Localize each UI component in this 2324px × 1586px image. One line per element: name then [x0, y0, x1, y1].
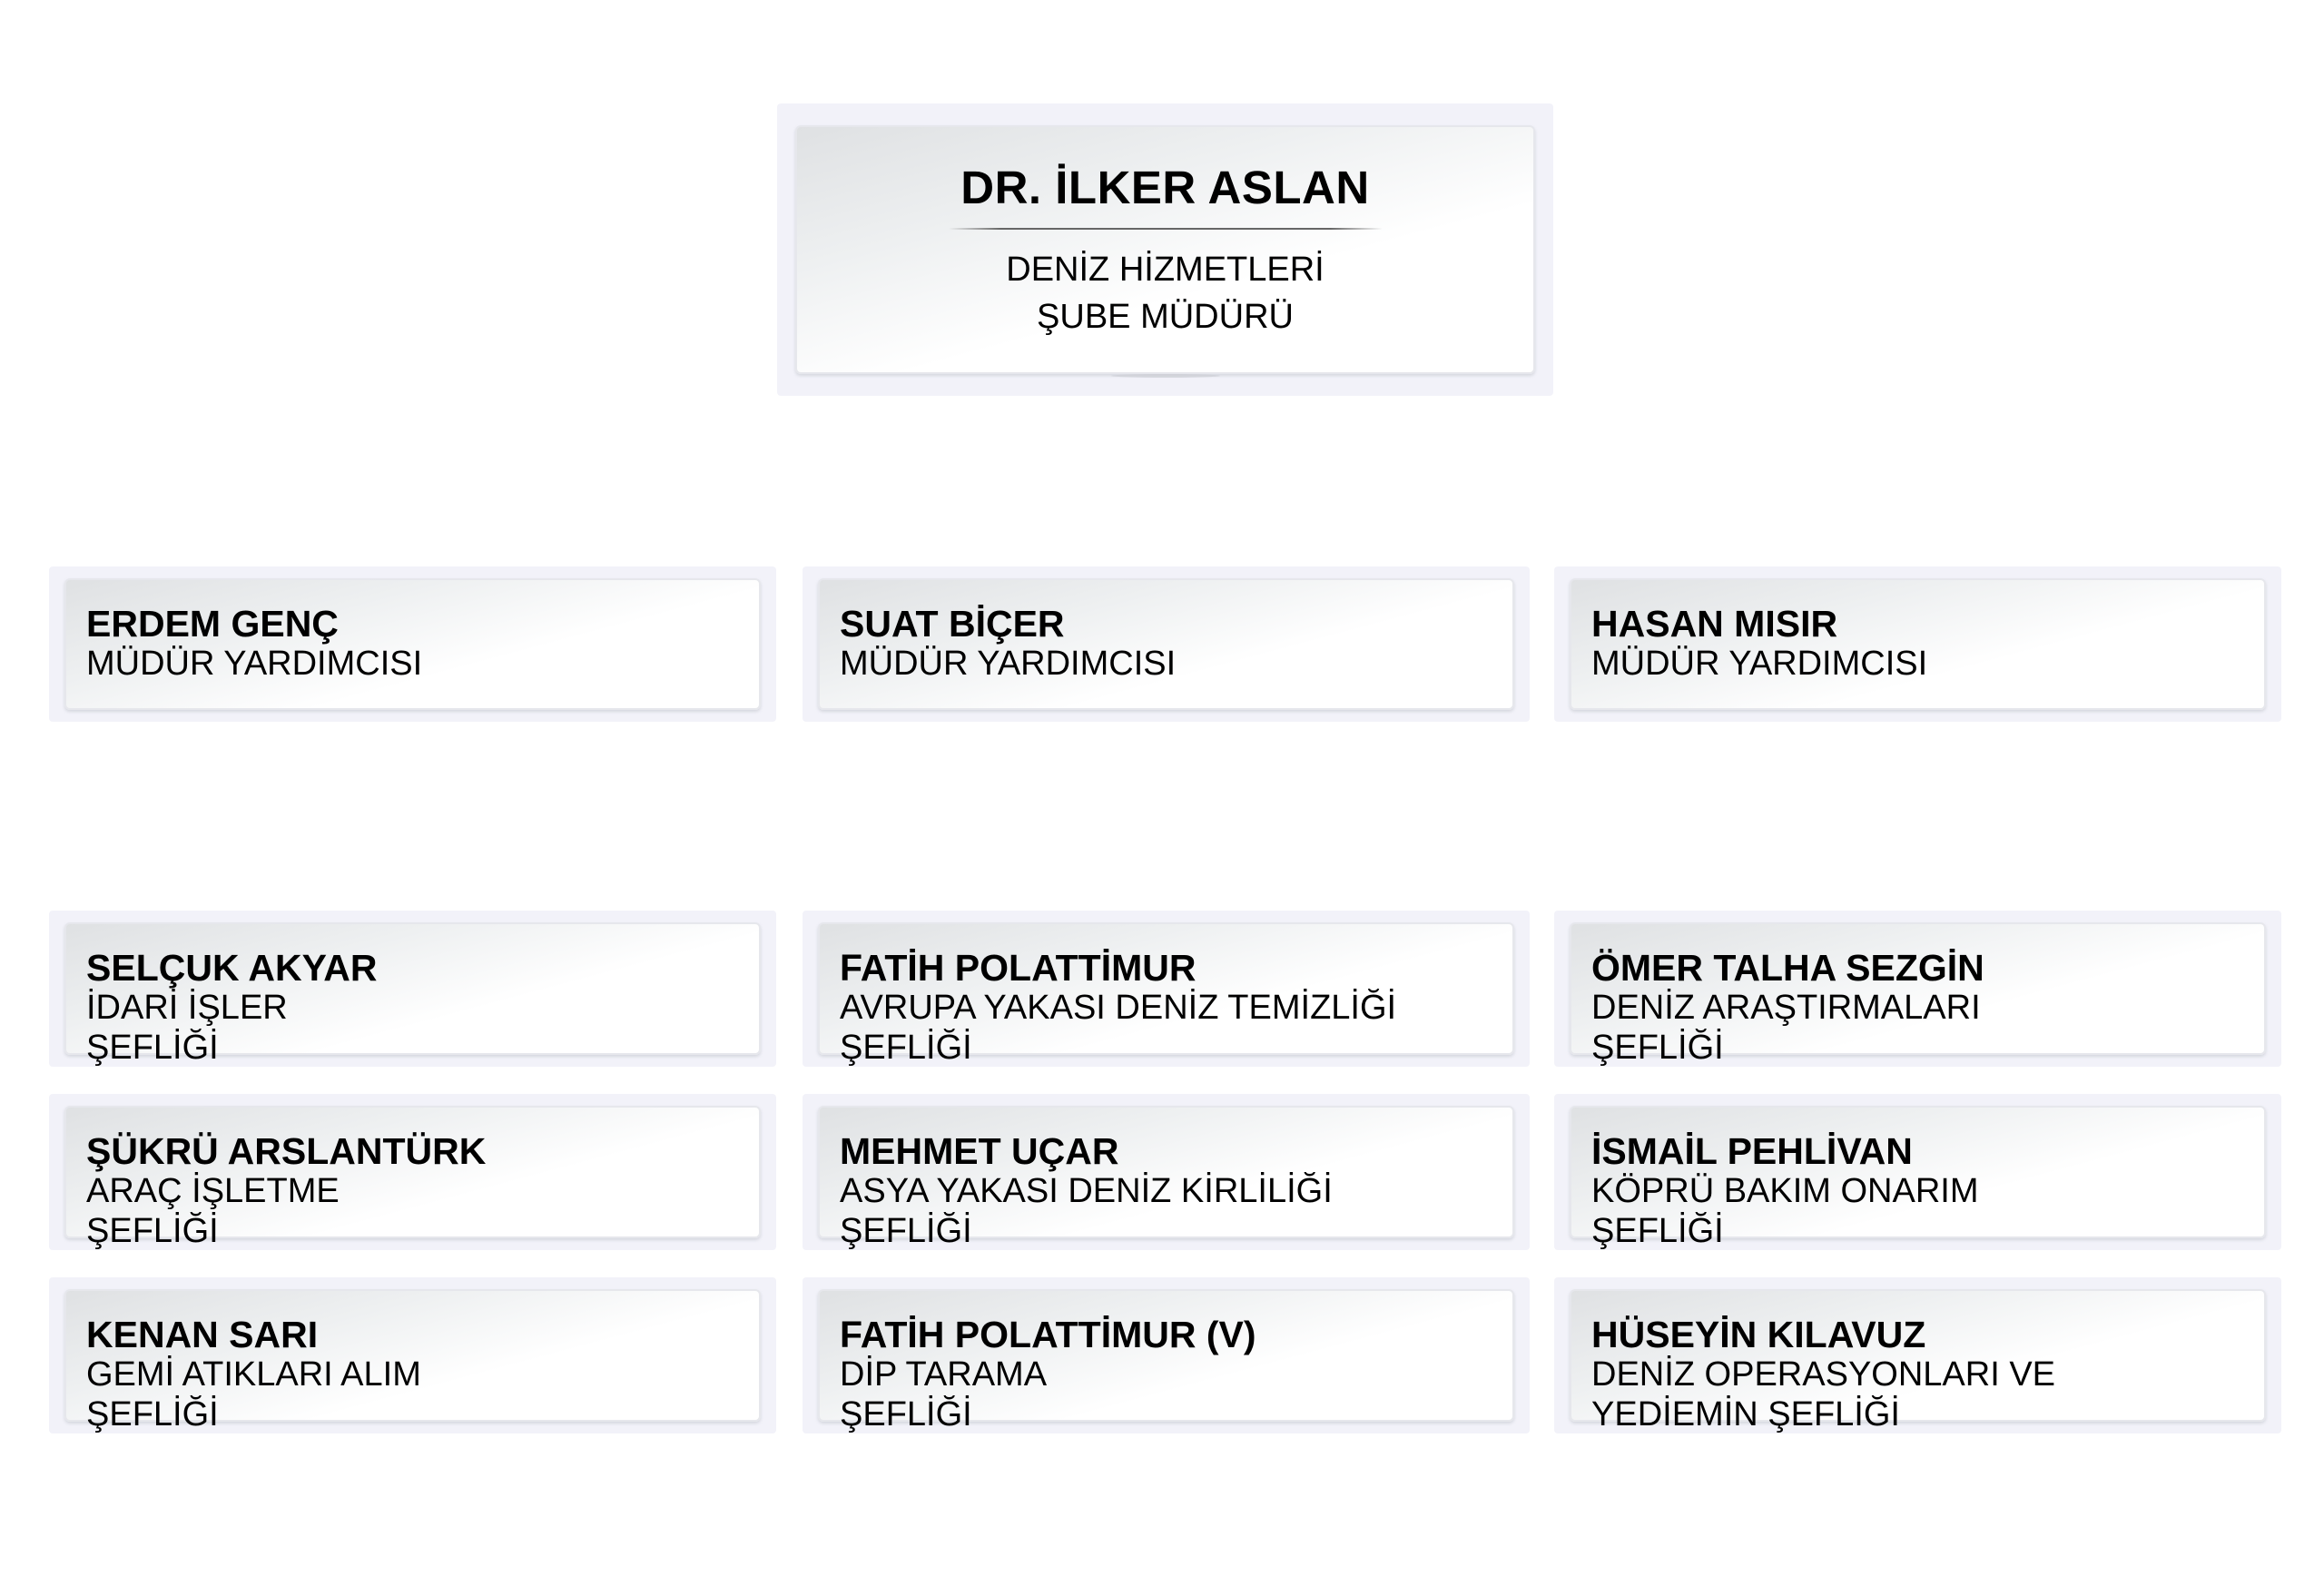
chief-name: FATİH POLATTİMUR (V) [840, 1314, 1256, 1355]
chief-name: FATİH POLATTİMUR [840, 947, 1196, 989]
chief-title-line2: ŞEFLİĞİ [86, 1395, 219, 1433]
director-title: DENİZ HİZMETLERİ ŞUBE MÜDÜRÜ [1006, 246, 1324, 340]
deputy-title: MÜDÜR YARDIMCISI [1591, 645, 1928, 683]
director-title-line1: DENİZ HİZMETLERİ [1006, 251, 1324, 290]
chief-card-5: MEHMET UÇAR ASYA YAKASI DENİZ KİRLİLİĞİ … [803, 1094, 1530, 1250]
chief-title-line1: ASYA YAKASI DENİZ KİRLİLİĞİ [840, 1172, 1333, 1210]
chief-card-3-text: ÖMER TALHA SEZGİN DENİZ ARAŞTIRMALARI ŞE… [1591, 948, 2251, 1068]
director-card-inner: DR. İLKER ASLAN DENİZ HİZMETLERİ ŞUBE MÜ… [795, 125, 1535, 378]
chief-card-9: HÜSEYİN KILAVUZ DENİZ OPERASYONLARI VE Y… [1554, 1277, 2281, 1433]
chief-title-line2: ŞEFLİĞİ [1591, 1212, 1724, 1250]
chief-name: İSMAİL PEHLİVAN [1591, 1130, 1913, 1172]
chief-title-line1: İDARİ İŞLER [86, 989, 288, 1027]
director-card-shadow [1110, 374, 1220, 378]
chief-card-2-text: FATİH POLATTİMUR AVRUPA YAKASI DENİZ TEM… [840, 948, 1500, 1068]
chief-card-1-inner: SELÇUK AKYAR İDARİ İŞLER ŞEFLİĞİ [64, 922, 761, 1067]
deputy-card-3-inner: HASAN MISIR MÜDÜR YARDIMCISI [1570, 578, 2266, 710]
chief-name: ÖMER TALHA SEZGİN [1591, 947, 1984, 989]
chief-title-line1: GEMİ ATIKLARI ALIM [86, 1355, 421, 1394]
chief-title-line2: ŞEFLİĞİ [1591, 1029, 1724, 1067]
chief-card-5-text: MEHMET UÇAR ASYA YAKASI DENİZ KİRLİLİĞİ … [840, 1131, 1500, 1251]
deputy-card-3: HASAN MISIR MÜDÜR YARDIMCISI [1554, 566, 2281, 722]
chief-title-line2: ŞEFLİĞİ [86, 1212, 219, 1250]
chief-title-line1: DİP TARAMA [840, 1355, 1048, 1394]
chief-title-line1: KÖPRÜ BAKIM ONARIM [1591, 1172, 1979, 1210]
chief-card-1-text: SELÇUK AKYAR İDARİ İŞLER ŞEFLİĞİ [86, 948, 746, 1068]
chief-title-line1: DENİZ OPERASYONLARI VE [1591, 1355, 2056, 1394]
chief-card-4-text: ŞÜKRÜ ARSLANTÜRK ARAÇ İŞLETME ŞEFLİĞİ [86, 1131, 746, 1251]
deputy-card-2-text: SUAT BİÇER MÜDÜR YARDIMCISI [840, 604, 1500, 684]
chief-title-line1: AVRUPA YAKASI DENİZ TEMİZLİĞİ [840, 989, 1397, 1027]
deputy-card-2-inner: SUAT BİÇER MÜDÜR YARDIMCISI [818, 578, 1514, 710]
deputy-name: SUAT BİÇER [840, 603, 1065, 645]
chief-title-line2: ŞEFLİĞİ [840, 1029, 972, 1067]
chief-name: SELÇUK AKYAR [86, 947, 378, 989]
chief-title-line2: ŞEFLİĞİ [840, 1212, 972, 1250]
chief-title-line1: ARAÇ İŞLETME [86, 1172, 340, 1210]
chief-title-line1: DENİZ ARAŞTIRMALARI [1591, 989, 1981, 1027]
chief-title-line2: ŞEFLİĞİ [840, 1395, 972, 1433]
chief-card-3-inner: ÖMER TALHA SEZGİN DENİZ ARAŞTIRMALARI ŞE… [1570, 922, 2266, 1067]
deputy-card-1: ERDEM GENÇ MÜDÜR YARDIMCISI [49, 566, 776, 722]
director-title-line2: ŞUBE MÜDÜRÜ [1037, 298, 1294, 337]
deputy-card-1-text: ERDEM GENÇ MÜDÜR YARDIMCISI [86, 604, 746, 684]
chief-title-line2: YEDİEMİN ŞEFLİĞİ [1591, 1395, 1900, 1433]
chief-card-8-inner: FATİH POLATTİMUR (V) DİP TARAMA ŞEFLİĞİ [818, 1289, 1514, 1433]
deputy-title: MÜDÜR YARDIMCISI [840, 645, 1177, 683]
chief-name: MEHMET UÇAR [840, 1130, 1119, 1172]
chief-card-6: İSMAİL PEHLİVAN KÖPRÜ BAKIM ONARIM ŞEFLİ… [1554, 1094, 2281, 1250]
deputy-name: HASAN MISIR [1591, 603, 1838, 645]
chief-card-8: FATİH POLATTİMUR (V) DİP TARAMA ŞEFLİĞİ [803, 1277, 1530, 1433]
deputy-card-1-inner: ERDEM GENÇ MÜDÜR YARDIMCISI [64, 578, 761, 710]
chief-card-1: SELÇUK AKYAR İDARİ İŞLER ŞEFLİĞİ [49, 911, 776, 1067]
chief-card-4-inner: ŞÜKRÜ ARSLANTÜRK ARAÇ İŞLETME ŞEFLİĞİ [64, 1106, 761, 1250]
deputy-card-3-text: HASAN MISIR MÜDÜR YARDIMCISI [1591, 604, 2251, 684]
director-name: DR. İLKER ASLAN [960, 162, 1370, 213]
chief-name: HÜSEYİN KILAVUZ [1591, 1314, 1926, 1355]
chief-card-7: KENAN SARI GEMİ ATIKLARI ALIM ŞEFLİĞİ [49, 1277, 776, 1433]
chief-card-8-text: FATİH POLATTİMUR (V) DİP TARAMA ŞEFLİĞİ [840, 1315, 1500, 1434]
deputy-title: MÜDÜR YARDIMCISI [86, 645, 423, 683]
chief-card-6-text: İSMAİL PEHLİVAN KÖPRÜ BAKIM ONARIM ŞEFLİ… [1591, 1131, 2251, 1251]
chief-card-3: ÖMER TALHA SEZGİN DENİZ ARAŞTIRMALARI ŞE… [1554, 911, 2281, 1067]
chief-card-2: FATİH POLATTİMUR AVRUPA YAKASI DENİZ TEM… [803, 911, 1530, 1067]
chief-title-line2: ŞEFLİĞİ [86, 1029, 219, 1067]
chief-card-9-inner: HÜSEYİN KILAVUZ DENİZ OPERASYONLARI VE Y… [1570, 1289, 2266, 1433]
chief-card-7-text: KENAN SARI GEMİ ATIKLARI ALIM ŞEFLİĞİ [86, 1315, 746, 1434]
chief-card-7-inner: KENAN SARI GEMİ ATIKLARI ALIM ŞEFLİĞİ [64, 1289, 761, 1433]
chief-card-6-inner: İSMAİL PEHLİVAN KÖPRÜ BAKIM ONARIM ŞEFLİ… [1570, 1106, 2266, 1250]
chief-card-5-inner: MEHMET UÇAR ASYA YAKASI DENİZ KİRLİLİĞİ … [818, 1106, 1514, 1250]
chief-name: KENAN SARI [86, 1314, 319, 1355]
deputy-card-2: SUAT BİÇER MÜDÜR YARDIMCISI [803, 566, 1530, 722]
director-card: DR. İLKER ASLAN DENİZ HİZMETLERİ ŞUBE MÜ… [777, 103, 1553, 396]
chief-card-4: ŞÜKRÜ ARSLANTÜRK ARAÇ İŞLETME ŞEFLİĞİ [49, 1094, 776, 1250]
chief-name: ŞÜKRÜ ARSLANTÜRK [86, 1130, 487, 1172]
chief-card-9-text: HÜSEYİN KILAVUZ DENİZ OPERASYONLARI VE Y… [1591, 1315, 2251, 1434]
director-divider [948, 228, 1383, 231]
chief-card-2-inner: FATİH POLATTİMUR AVRUPA YAKASI DENİZ TEM… [818, 922, 1514, 1067]
deputy-name: ERDEM GENÇ [86, 603, 339, 645]
